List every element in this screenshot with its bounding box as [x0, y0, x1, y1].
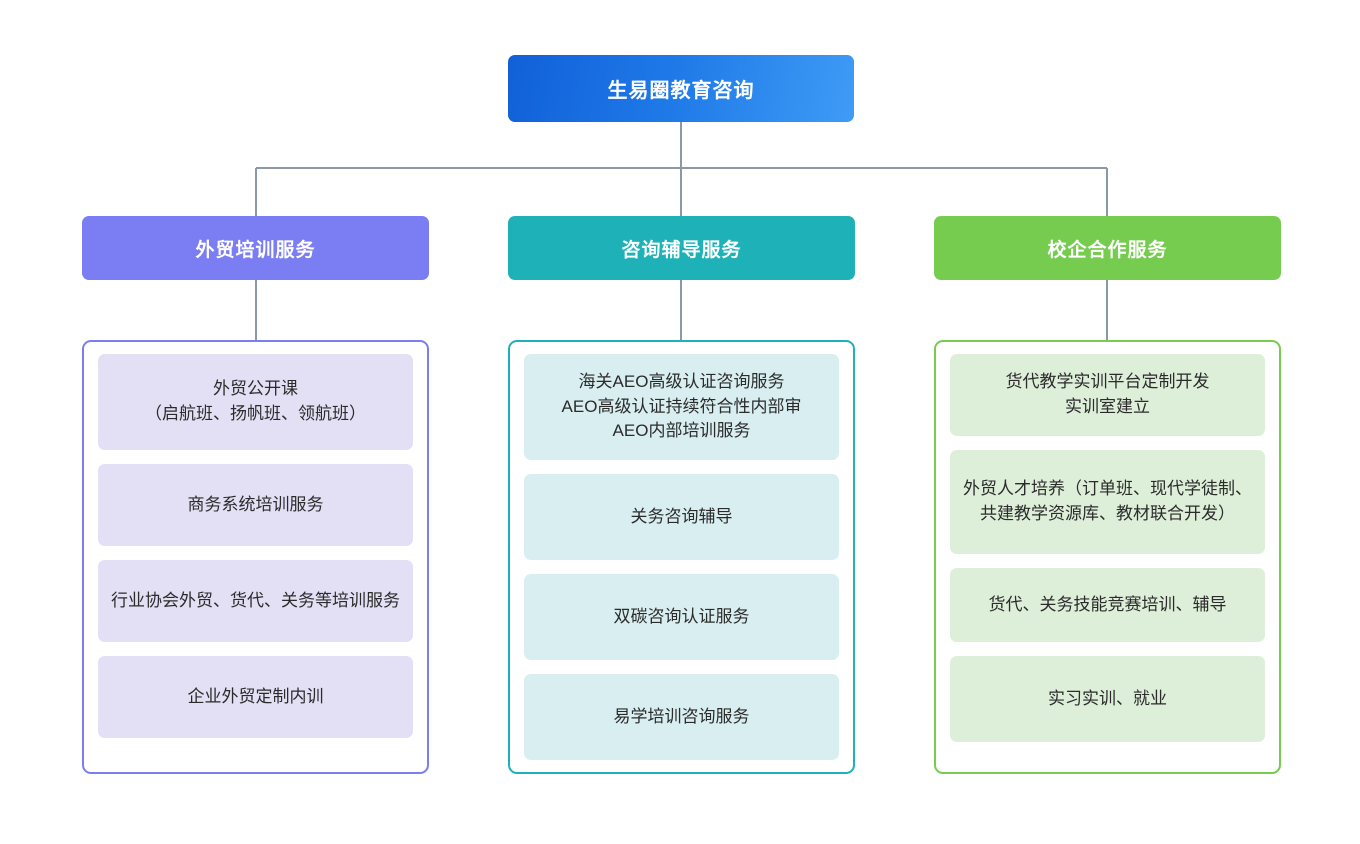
leaf-card[interactable]: 外贸公开课 （启航班、扬帆班、领航班） — [98, 354, 413, 450]
leaf-card[interactable]: 实习实训、就业 — [950, 656, 1265, 742]
group-box-1: 海关AEO高级认证咨询服务 AEO高级认证持续符合性内部审 AEO内部培训服务 … — [508, 340, 855, 774]
branch-header-0[interactable]: 外贸培训服务 — [82, 216, 429, 280]
leaf-card[interactable]: 行业协会外贸、货代、关务等培训服务 — [98, 560, 413, 642]
leaf-card[interactable]: 商务系统培训服务 — [98, 464, 413, 546]
root-node[interactable]: 生易圈教育咨询 — [508, 55, 854, 122]
leaf-card[interactable]: 货代教学实训平台定制开发 实训室建立 — [950, 354, 1265, 436]
leaf-card[interactable]: 易学培训咨询服务 — [524, 674, 839, 760]
branch-header-label-0: 外贸培训服务 — [195, 239, 316, 261]
leaf-card[interactable]: 外贸人才培养（订单班、现代学徒制、共建教学资源库、教材联合开发） — [950, 450, 1265, 554]
leaf-card[interactable]: 海关AEO高级认证咨询服务 AEO高级认证持续符合性内部审 AEO内部培训服务 — [524, 354, 839, 460]
leaf-card[interactable]: 双碳咨询认证服务 — [524, 574, 839, 660]
leaf-card[interactable]: 货代、关务技能竞赛培训、辅导 — [950, 568, 1265, 642]
group-box-2: 货代教学实训平台定制开发 实训室建立 外贸人才培养（订单班、现代学徒制、共建教学… — [934, 340, 1281, 774]
leaf-card[interactable]: 企业外贸定制内训 — [98, 656, 413, 738]
branch-header-label-2: 校企合作服务 — [1047, 239, 1168, 261]
branch-header-1[interactable]: 咨询辅导服务 — [508, 216, 855, 280]
branch-header-2[interactable]: 校企合作服务 — [934, 216, 1281, 280]
branch-header-label-1: 咨询辅导服务 — [621, 239, 742, 261]
leaf-card[interactable]: 关务咨询辅导 — [524, 474, 839, 560]
root-node-label: 生易圈教育咨询 — [607, 80, 755, 102]
group-box-0: 外贸公开课 （启航班、扬帆班、领航班） 商务系统培训服务 行业协会外贸、货代、关… — [82, 340, 429, 774]
